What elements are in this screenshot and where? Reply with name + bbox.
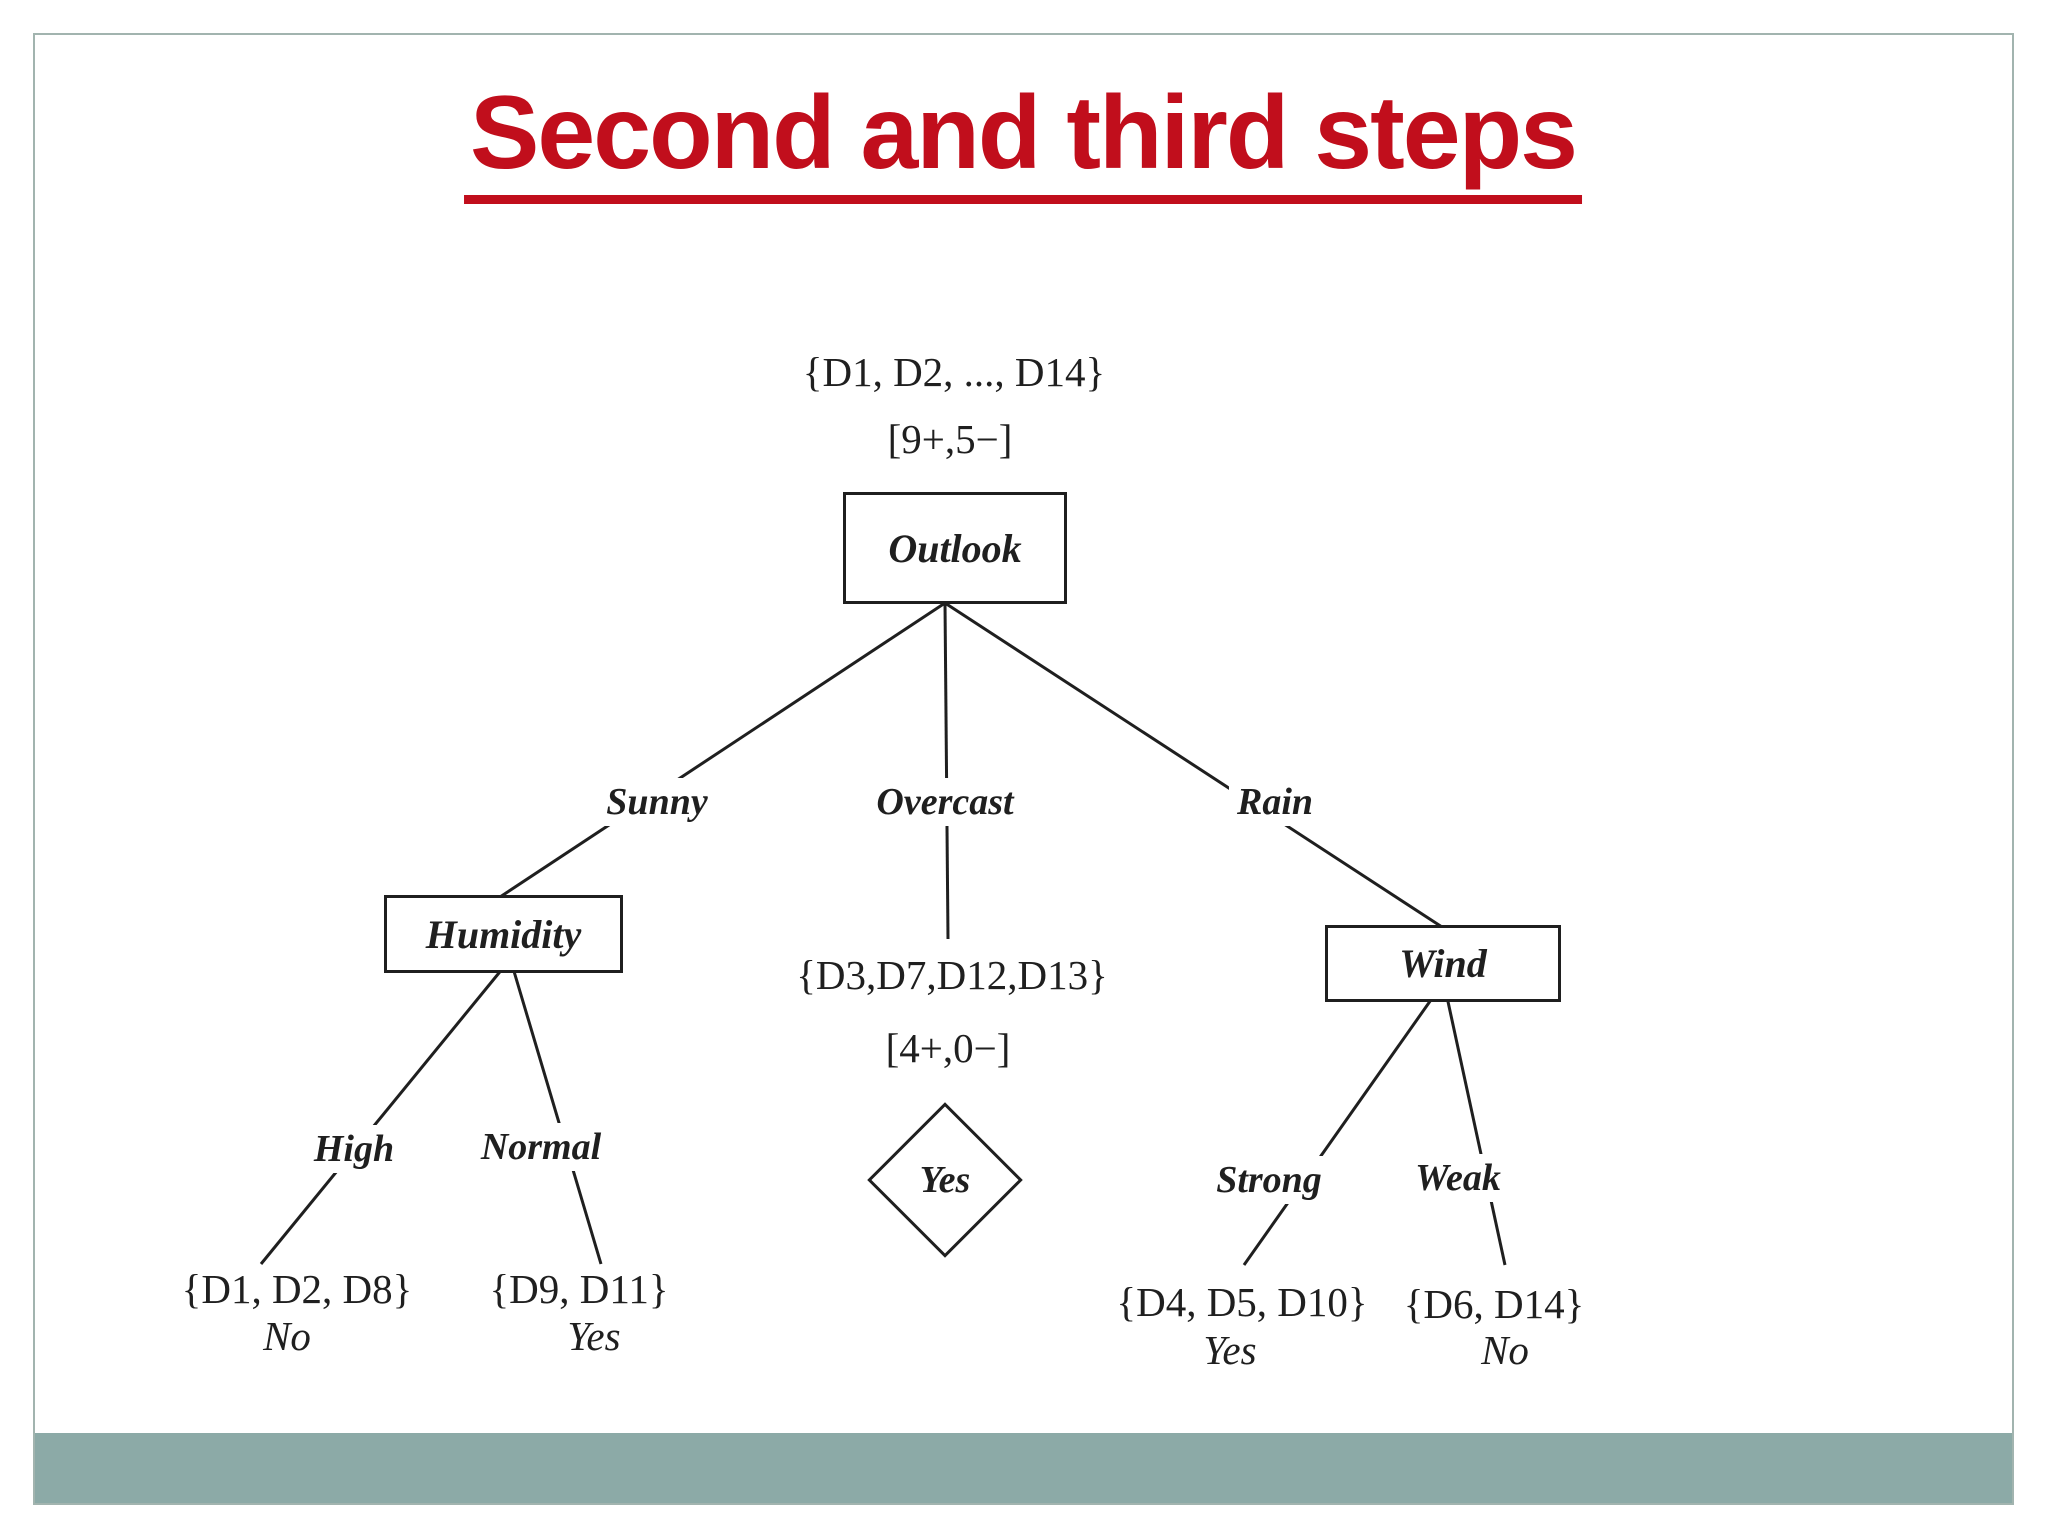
leaf-weak-decision: No [1481,1327,1529,1373]
branch-label-strong: Strong [1208,1156,1330,1204]
branch-label-weak: Weak [1407,1154,1509,1202]
node-humidity-label: Humidity [425,911,582,957]
edge-humidity-high [259,967,505,1265]
edge-humidity-normal [511,967,603,1265]
leaf-normal-set: {D9, D11} [489,1266,669,1312]
slide-title: Second and third steps [464,81,1582,204]
leaf-strong-decision: Yes [1203,1327,1257,1373]
node-humidity: Humidity [384,895,623,973]
branch-label-high: High [305,1125,403,1173]
overcast-class-counts: [4+,0−] [885,1025,1011,1071]
leaf-high-decision: No [263,1313,311,1359]
node-wind-label: Wind [1399,941,1487,986]
edge-wind-strong [1242,996,1435,1266]
edge-outlook-rain [944,601,1443,929]
edge-wind-weak [1445,996,1507,1266]
branch-label-rain: Rain [1228,778,1322,826]
leaf-high-set: {D1, D2, D8} [181,1266,413,1312]
branch-label-normal: Normal [472,1123,610,1171]
leaf-weak-set: {D6, D14} [1403,1281,1585,1327]
node-outlook-label: Outlook [888,525,1022,571]
root-example-set: {D1, D2, ..., D14} [802,349,1106,395]
footer-bar [35,1433,2012,1503]
edge-outlook-sunny [499,601,946,899]
branch-label-sunny: Sunny [598,778,716,826]
node-wind: Wind [1325,925,1561,1002]
edge-outlook-overcast [943,602,950,940]
leaf-normal-decision: Yes [567,1313,621,1359]
slide: Second and third steps {D1, D2, ..., D14… [33,33,2014,1505]
overcast-example-set: {D3,D7,D12,D13} [796,952,1108,998]
branch-label-overcast: Overcast [868,778,1022,826]
node-outlook: Outlook [843,492,1067,604]
leaf-strong-set: {D4, D5, D10} [1116,1279,1368,1325]
tree-edges [259,601,1507,1266]
leaf-diamond-yes-label: Yes [919,1159,971,1201]
root-class-counts: [9+,5−] [887,416,1013,462]
